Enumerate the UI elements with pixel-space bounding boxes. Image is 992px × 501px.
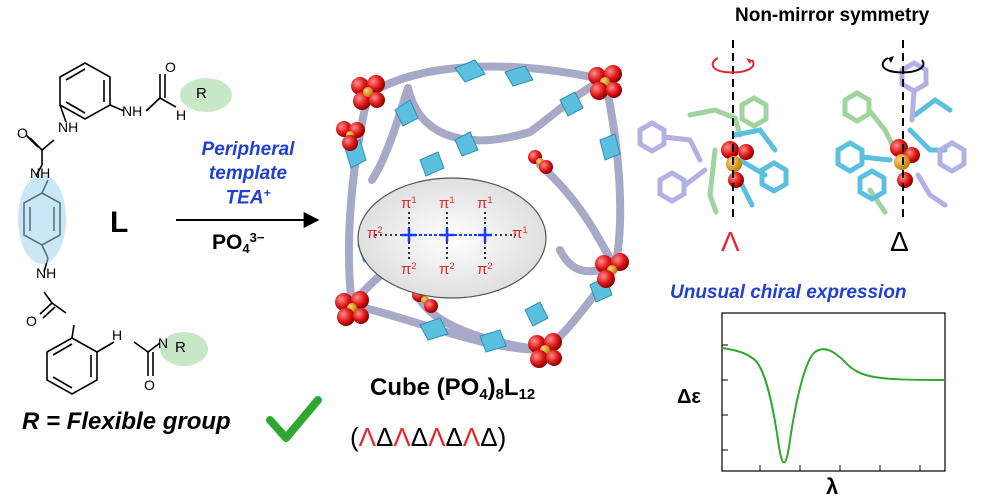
chirality-sequence: (ΛΔΛΔΛΔΛΔ) <box>350 422 507 452</box>
top-benzene-ring <box>59 62 111 120</box>
chirality-symbol: Λ <box>358 422 377 452</box>
checkmark-icon <box>266 396 322 442</box>
cd-ylabel: Δε <box>677 386 701 408</box>
r-group-top: R <box>196 85 207 102</box>
delta-label: Δ <box>890 226 909 257</box>
pi-stacking-inset <box>357 177 547 299</box>
phosphate-reagent-label: PO43− <box>212 230 265 256</box>
arrow-label-line1: Peripheral <box>201 139 295 160</box>
cd-spectrum-curve <box>721 347 946 464</box>
pi-label-bottom-3: π2 <box>477 261 493 279</box>
pi-label-left: π2 <box>367 225 383 243</box>
atom-H2: H <box>112 327 123 343</box>
cd-plot <box>721 312 946 472</box>
r-group-highlight-top <box>180 78 232 112</box>
cube-formula-label: Cube (PO4)8L12 <box>370 374 536 404</box>
chirality-symbol: Δ <box>410 422 429 452</box>
atom-NH3: NH <box>30 165 51 181</box>
atom-O3: O <box>26 313 37 329</box>
lambda-label: Λ <box>721 226 740 257</box>
atom-NH1: NH <box>122 103 143 119</box>
r-group-caption: R = Flexible group <box>22 408 231 435</box>
rotation-arrow-icon <box>711 57 755 74</box>
chirality-symbol: Λ <box>428 422 446 452</box>
symmetry-title: Non-mirror symmetry <box>735 5 930 26</box>
r-group-bottom: R <box>175 339 186 356</box>
atom-O4: O <box>144 377 155 393</box>
pi-label-top-1: π1 <box>401 195 417 213</box>
atom-O2: O <box>17 125 28 141</box>
pi-label-right: π1 <box>512 225 528 243</box>
spacer-highlight <box>18 174 66 264</box>
cd-plot-frame <box>721 312 946 472</box>
cd-ticks <box>722 344 921 471</box>
arrow-label-line3: TEA+ <box>225 187 271 209</box>
bottom-benzene-ring <box>46 337 98 395</box>
atom-O1: O <box>165 59 176 75</box>
arrow-label-line2: template <box>208 163 288 184</box>
lambda-enantiomer-view <box>637 40 789 218</box>
cd-xlabel: λ <box>826 474 839 499</box>
atom-H1: H <box>176 107 187 123</box>
atom-NH2: NH <box>58 119 79 135</box>
pi-label-bottom-1: π2 <box>401 261 417 279</box>
ligand-label: L <box>110 206 129 239</box>
pi-crosses <box>402 228 492 242</box>
pi-label-top-2: π1 <box>439 195 455 213</box>
delta-enantiomer-view <box>835 40 967 218</box>
chirality-symbol: Δ <box>445 422 463 452</box>
chirality-symbol: Λ <box>462 422 481 452</box>
atom-N2: N <box>158 335 169 351</box>
cube-structure <box>335 59 629 368</box>
chirality-symbol: Δ <box>480 422 498 452</box>
cd-title: Unusual chiral expression <box>670 282 907 303</box>
r-group-highlight-bottom <box>160 332 208 366</box>
chirality-symbol: Δ <box>376 422 394 452</box>
chirality-symbol: Λ <box>393 422 411 452</box>
atom-NH4: NH <box>36 265 57 281</box>
pi-label-bottom-2: π2 <box>439 261 455 279</box>
pi-label-top-3: π1 <box>477 195 493 213</box>
